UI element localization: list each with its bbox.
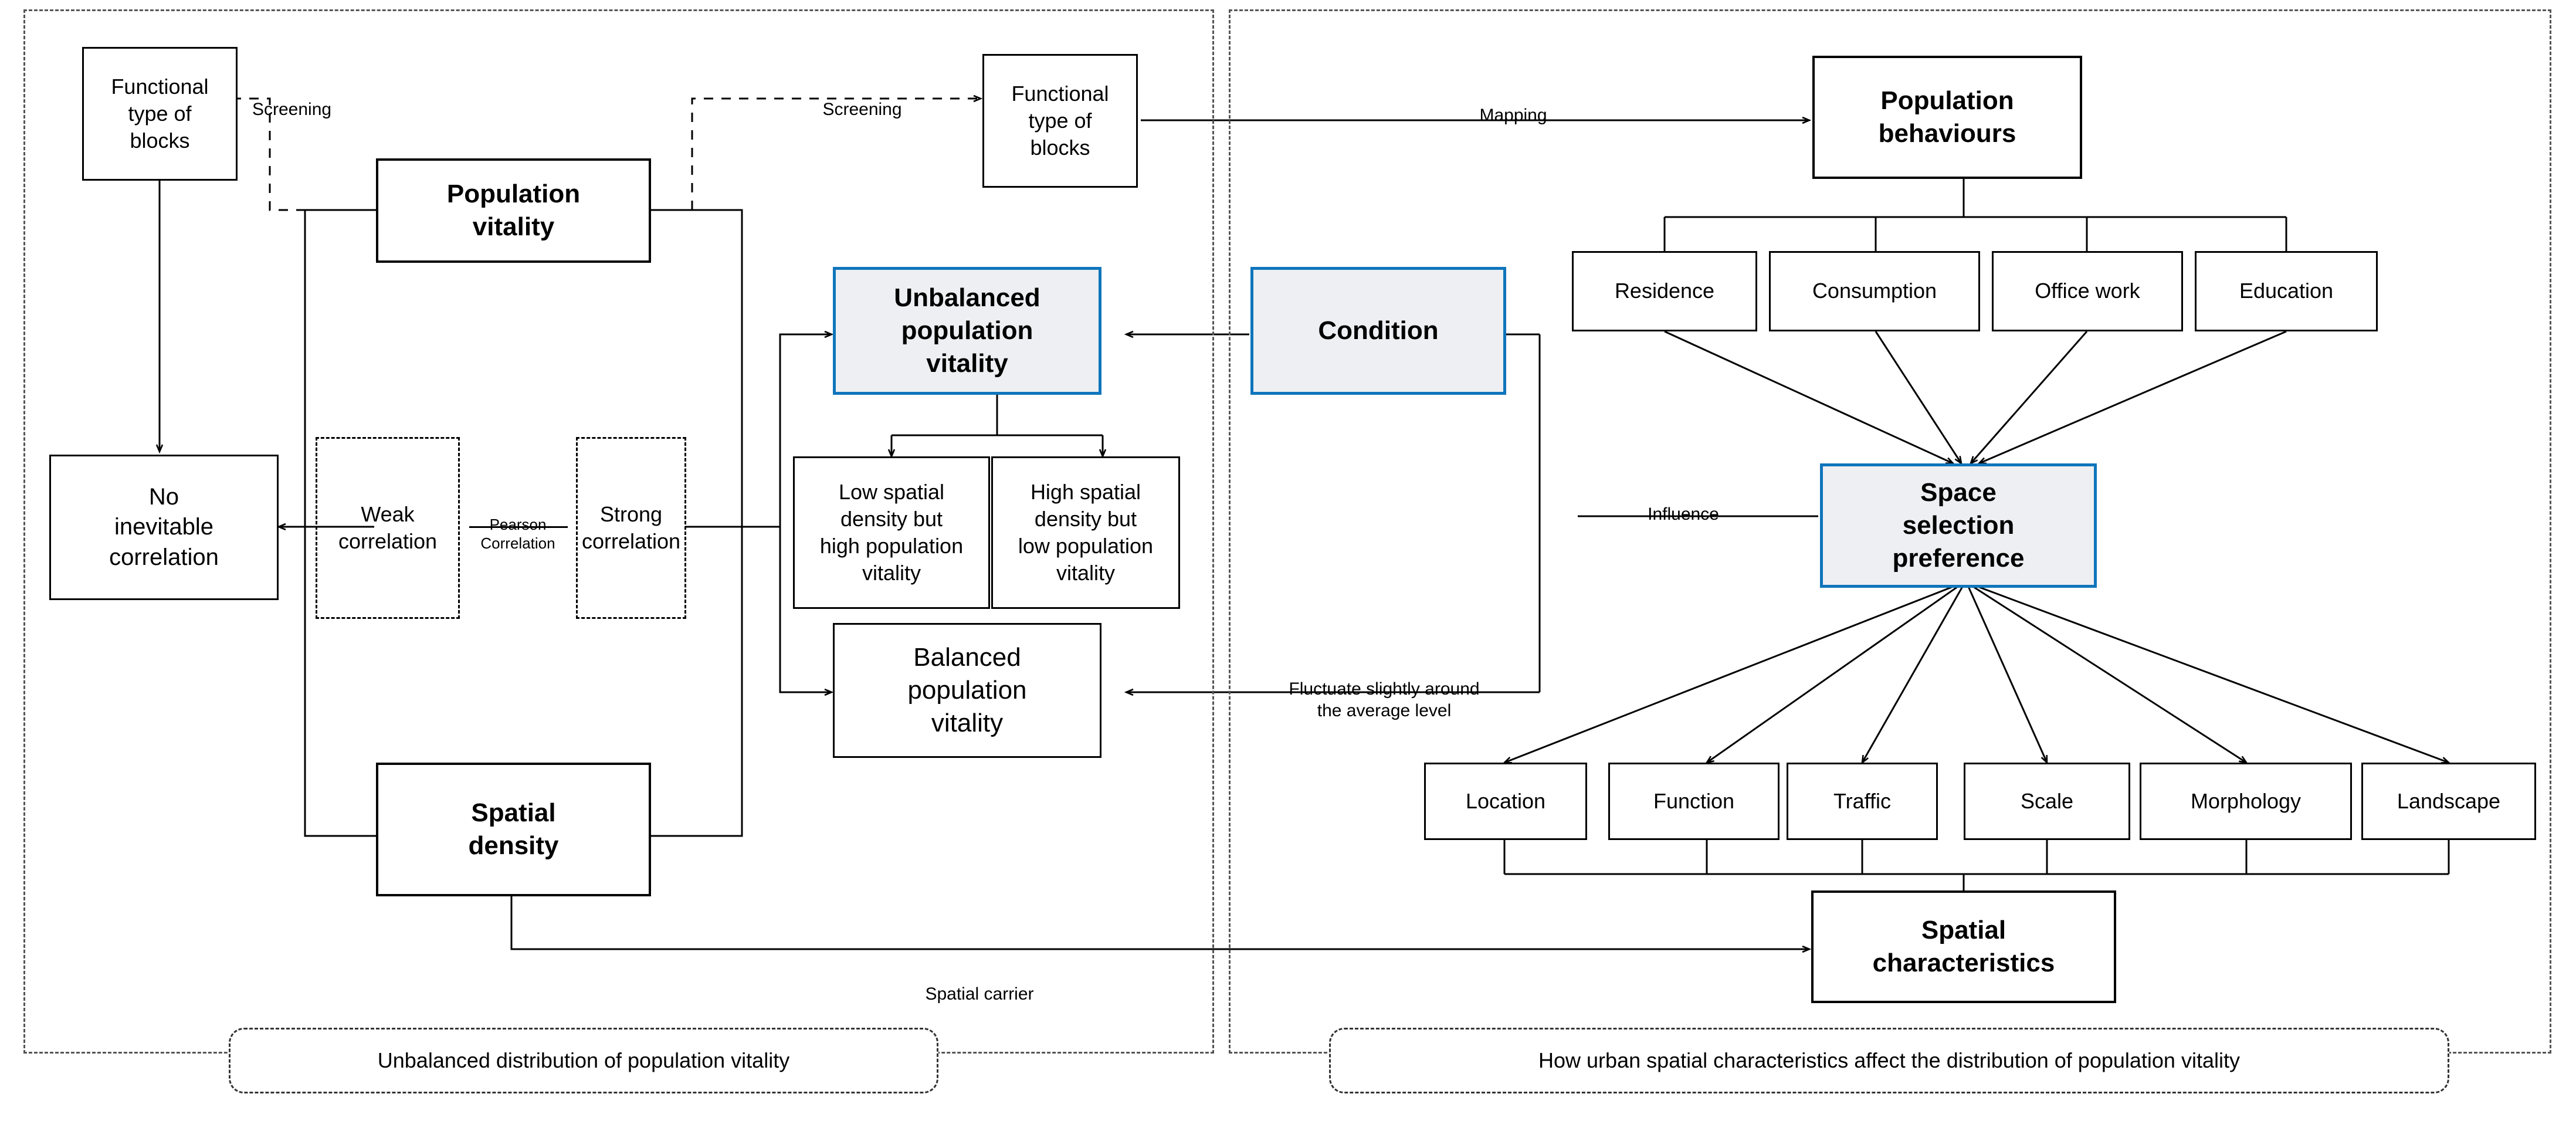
node-functional-type-left[interactable]: Functional type of blocks bbox=[82, 47, 238, 181]
node-label: Consumption bbox=[1812, 279, 1937, 303]
node-label: Spatial characteristics bbox=[1872, 915, 2055, 977]
pearson-text: Pearson Correlation bbox=[480, 515, 555, 553]
node-no-inevitable-correlation[interactable]: No inevitable correlation bbox=[49, 455, 279, 600]
legend-left: Unbalanced distribution of population vi… bbox=[229, 1028, 938, 1093]
node-functional-type-right[interactable]: Functional type of blocks bbox=[982, 54, 1138, 188]
node-label: Balanced population vitality bbox=[907, 642, 1027, 738]
node-condition[interactable]: Condition bbox=[1250, 267, 1506, 395]
node-weak-correlation[interactable]: Weak correlation bbox=[316, 437, 460, 619]
node-label: Strong correlation bbox=[581, 502, 681, 553]
node-label: Morphology bbox=[2190, 788, 2302, 813]
node-high-density-low-vitality[interactable]: High spatial density but low population … bbox=[991, 456, 1180, 609]
pearson-divider bbox=[469, 526, 568, 528]
label-screening-right: Screening bbox=[822, 99, 902, 119]
node-spatial-density[interactable]: Spatial density bbox=[376, 763, 651, 896]
node-population-vitality[interactable]: Population vitality bbox=[376, 158, 651, 263]
node-behaviour-residence[interactable]: Residence bbox=[1572, 251, 1757, 331]
node-label: Condition bbox=[1318, 316, 1439, 345]
node-characteristic-landscape[interactable]: Landscape bbox=[2361, 763, 2536, 840]
label-spatial-carrier: Spatial carrier bbox=[925, 984, 1034, 1004]
label-screening-left: Screening bbox=[252, 99, 332, 119]
node-characteristic-morphology[interactable]: Morphology bbox=[2140, 763, 2352, 840]
node-low-density-high-vitality[interactable]: Low spatial density but high population … bbox=[793, 456, 990, 609]
label-influence: Influence bbox=[1648, 504, 1719, 524]
node-characteristic-scale[interactable]: Scale bbox=[1964, 763, 2130, 840]
node-label: Location bbox=[1465, 788, 1546, 813]
node-label: Population behaviours bbox=[1878, 86, 2016, 148]
label-mapping: Mapping bbox=[1479, 105, 1547, 125]
node-label: Low spatial density but high population … bbox=[819, 479, 964, 585]
legend-left-text: Unbalanced distribution of population vi… bbox=[377, 1048, 790, 1072]
node-balanced-population-vitality[interactable]: Balanced population vitality bbox=[833, 623, 1101, 758]
node-label: Spatial density bbox=[468, 798, 559, 860]
legend-right-text: How urban spatial characteristics affect… bbox=[1538, 1048, 2240, 1072]
node-label: Landscape bbox=[2397, 788, 2501, 813]
node-characteristic-traffic[interactable]: Traffic bbox=[1787, 763, 1938, 840]
node-label: Unbalanced population vitality bbox=[894, 283, 1040, 378]
node-characteristic-function[interactable]: Function bbox=[1608, 763, 1780, 840]
node-population-behaviours[interactable]: Population behaviours bbox=[1812, 56, 2082, 179]
node-label: Population vitality bbox=[446, 179, 581, 241]
node-label: Weak correlation bbox=[338, 502, 438, 553]
node-label: Functional type of blocks bbox=[111, 74, 209, 153]
node-label: No inevitable correlation bbox=[109, 484, 219, 570]
node-behaviour-education[interactable]: Education bbox=[2195, 251, 2378, 331]
node-spatial-characteristics[interactable]: Spatial characteristics bbox=[1811, 890, 2116, 1003]
node-label: Space selection preference bbox=[1892, 478, 2025, 573]
node-label: Function bbox=[1653, 788, 1735, 813]
node-behaviour-consumption[interactable]: Consumption bbox=[1769, 251, 1980, 331]
node-label: Education bbox=[2239, 279, 2334, 303]
node-unbalanced-population-vitality[interactable]: Unbalanced population vitality bbox=[833, 267, 1101, 395]
label-fluctuate: Fluctuate slightly around the average le… bbox=[1289, 679, 1480, 721]
node-label: Residence bbox=[1614, 279, 1715, 303]
legend-right: How urban spatial characteristics affect… bbox=[1329, 1028, 2449, 1093]
node-label: High spatial density but low population … bbox=[1018, 479, 1154, 585]
node-label: Scale bbox=[2020, 788, 2074, 813]
node-characteristic-location[interactable]: Location bbox=[1424, 763, 1587, 840]
label-pearson-correlation: Pearson Correlation bbox=[460, 496, 576, 572]
node-label: Office work bbox=[2035, 279, 2140, 303]
node-label: Functional type of blocks bbox=[1011, 81, 1109, 160]
node-space-selection-preference[interactable]: Space selection preference bbox=[1820, 463, 2097, 588]
node-strong-correlation[interactable]: Strong correlation bbox=[576, 437, 686, 619]
node-behaviour-office-work[interactable]: Office work bbox=[1992, 251, 2183, 331]
node-label: Traffic bbox=[1833, 788, 1891, 813]
